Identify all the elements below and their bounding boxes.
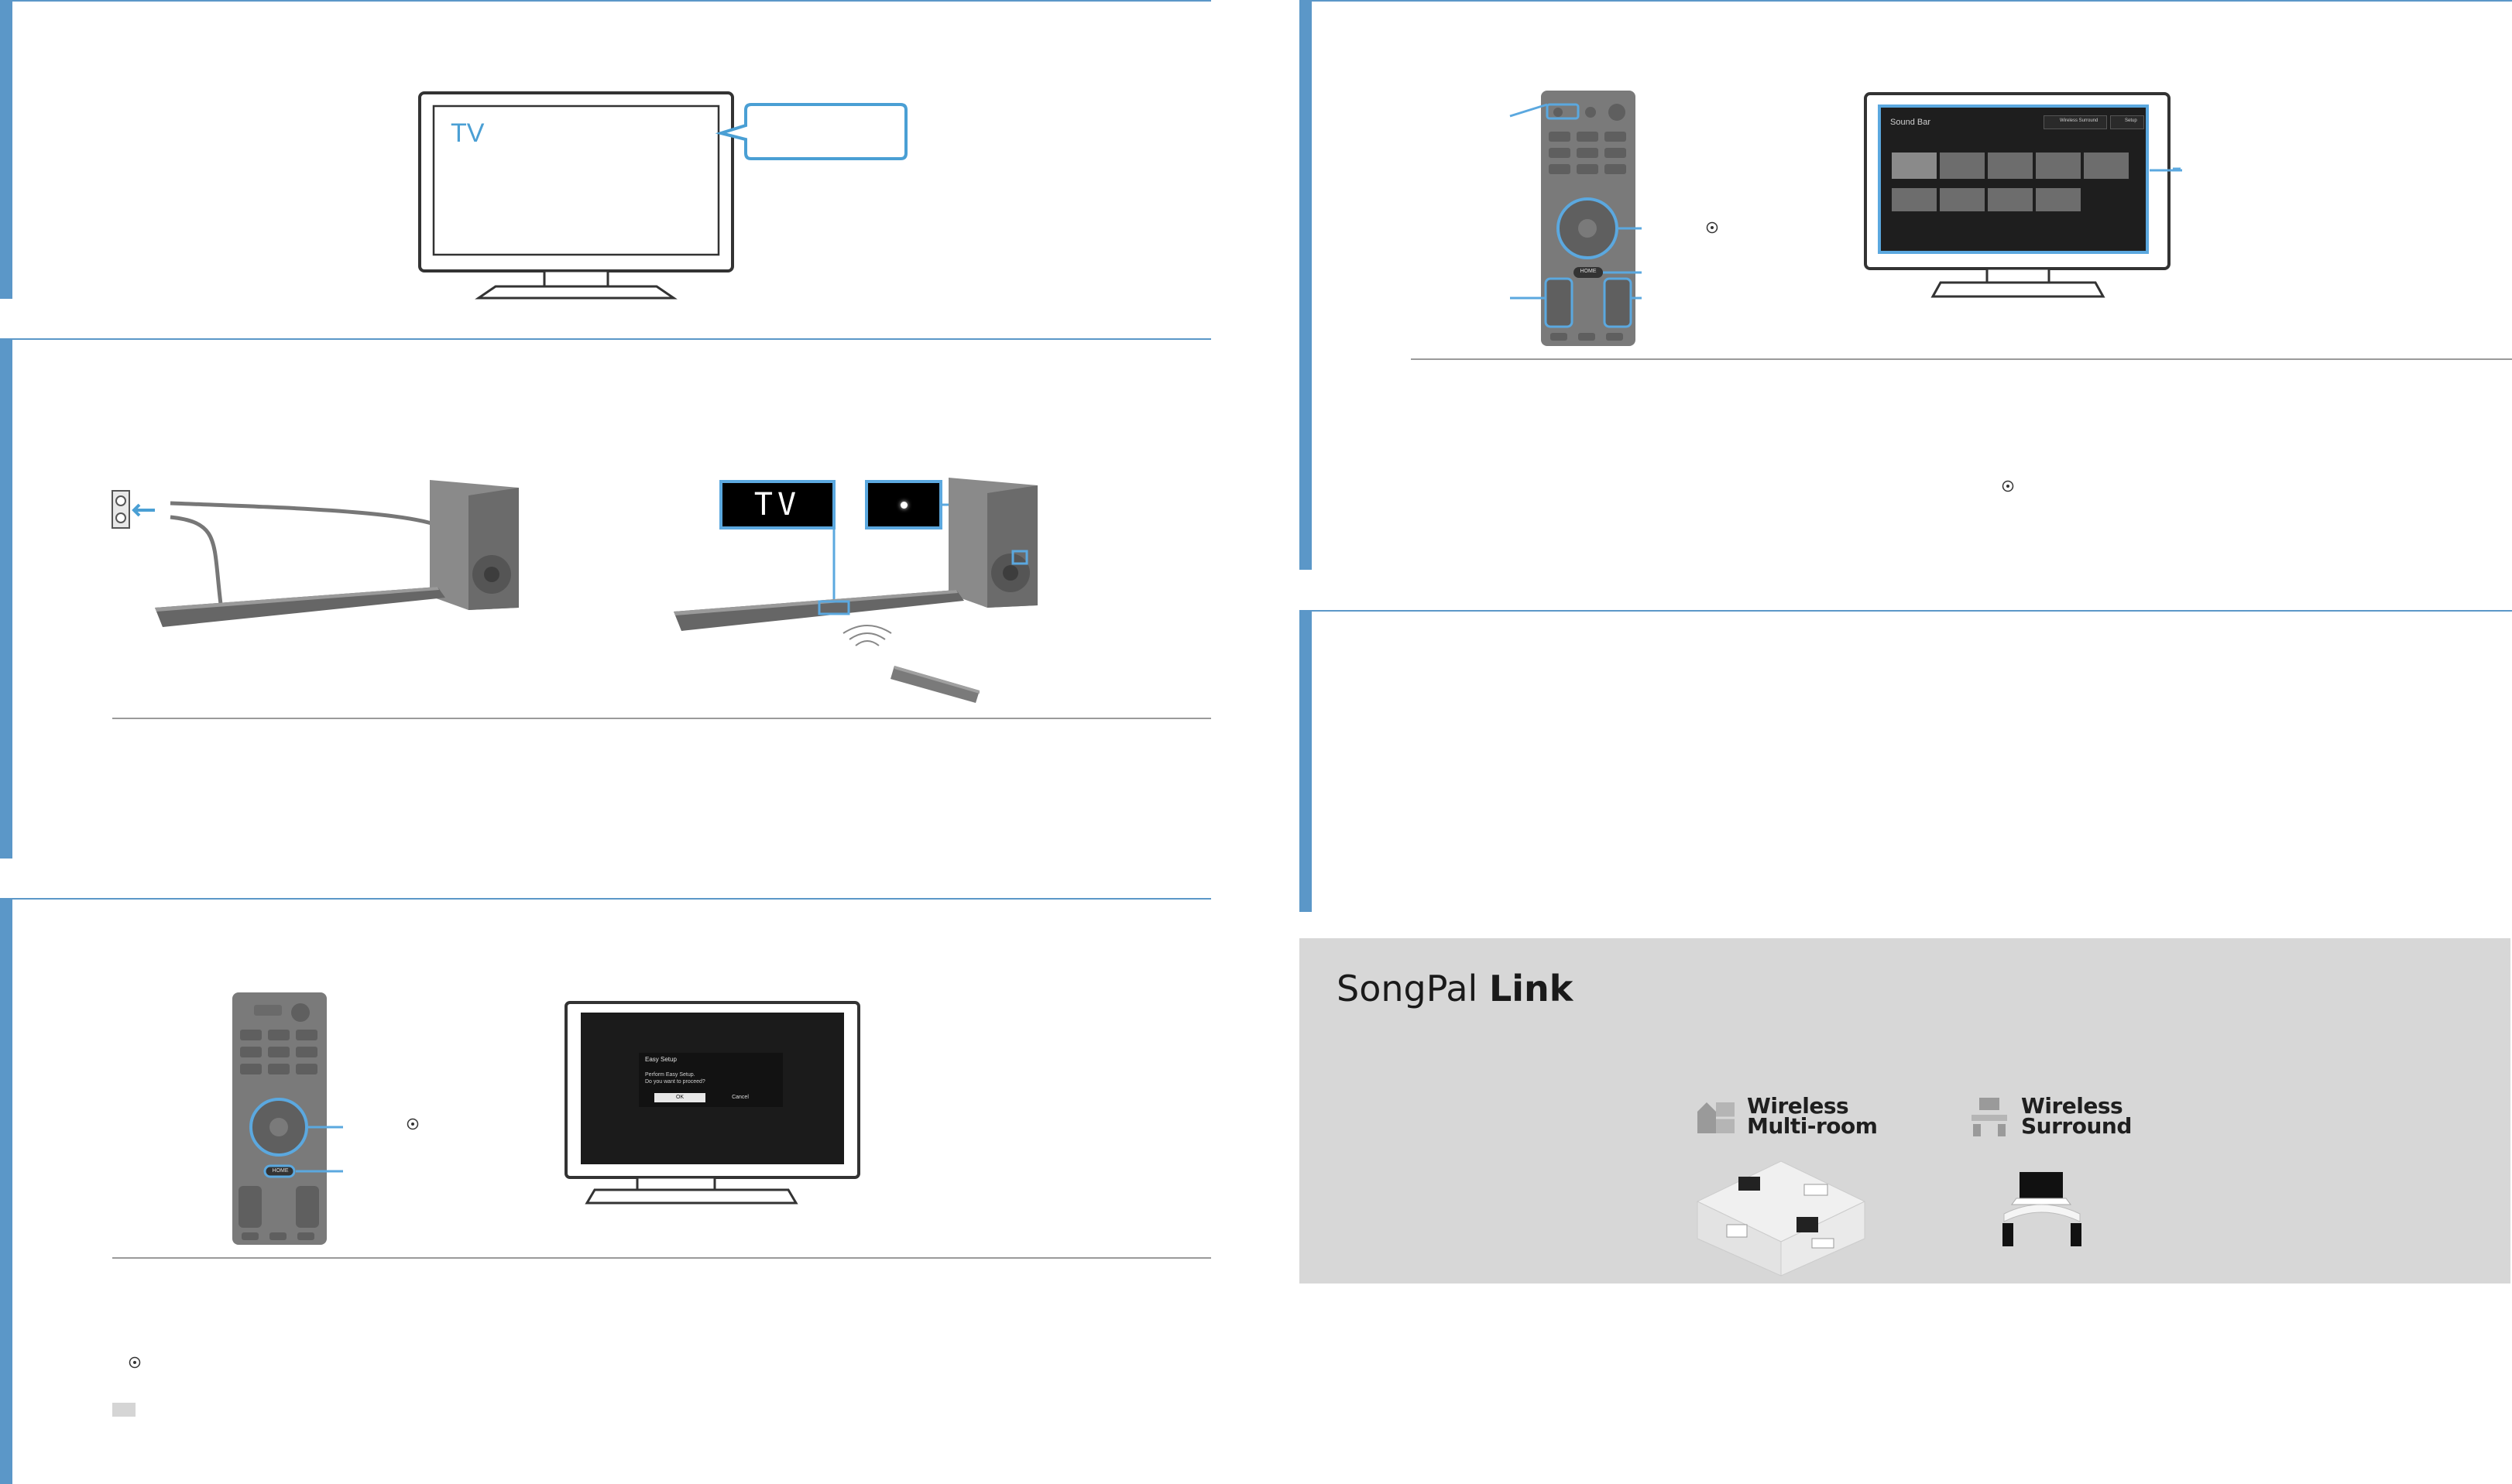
feature2-line1: Wireless	[2021, 1093, 2123, 1119]
home-screen-title: Sound Bar	[1890, 118, 1930, 127]
section-2-accent-bar	[0, 338, 12, 859]
cancel-button[interactable]: Cancel	[732, 1095, 749, 1100]
wireless-surround-label: Wireless Surround	[2060, 118, 2098, 123]
surround-setup-illustration	[2002, 1172, 2081, 1246]
section-5-top-rule	[1312, 610, 2512, 612]
feature2-line2: Surround	[2021, 1113, 2132, 1139]
speech-bubble	[715, 103, 908, 160]
multi-room-icon	[1697, 1102, 1735, 1133]
input-tile[interactable]	[2036, 153, 2081, 179]
note-marker	[112, 1403, 136, 1417]
remote-control-top-illustration	[1509, 91, 1642, 346]
input-tile[interactable]	[2084, 153, 2129, 179]
input-tile[interactable]	[1988, 188, 2033, 211]
section-4-top-rule	[1312, 0, 2512, 2]
section-3-divider	[112, 1257, 1211, 1259]
indicator-light	[901, 502, 908, 509]
brand-part1: SongPal	[1337, 968, 1478, 1009]
input-tile[interactable]	[2036, 188, 2081, 211]
section-5-accent-bar	[1299, 610, 1312, 912]
section-3-accent-bar	[0, 898, 12, 1484]
section-1-accent-bar	[0, 0, 12, 299]
tv-label: TV	[451, 118, 485, 148]
dialog-line2: Do you want to proceed?	[645, 1079, 705, 1085]
section-4-accent-bar	[1299, 0, 1312, 570]
tv-display-panel: TV	[719, 480, 836, 530]
ok-button[interactable]: OK	[654, 1093, 705, 1102]
tv-display-label: TV	[753, 487, 801, 523]
input-tile[interactable]	[1892, 153, 1937, 179]
section-2-divider	[112, 718, 1211, 719]
easy-setup-dialog: Easy Setup Perform Easy Setup. Do you wa…	[639, 1053, 783, 1107]
feature1-line2: Multi-room	[1747, 1113, 1878, 1139]
section-4-divider	[1411, 358, 2512, 360]
input-tile[interactable]	[1892, 188, 1937, 211]
brand-part2: Link	[1488, 968, 1573, 1009]
input-tile-row-2	[1892, 188, 2081, 211]
feature-surround-label: Wireless Surround	[2021, 1093, 2132, 1139]
tv-illustration	[418, 91, 734, 300]
section-2-top-rule	[12, 338, 1211, 340]
wireless-surround-button[interactable]: Wireless Surround	[2044, 115, 2107, 129]
songpal-brand: SongPal Link	[1337, 968, 1573, 1009]
soundbar-setup-illustration	[155, 480, 519, 627]
feature1-line1: Wireless	[1747, 1093, 1849, 1119]
section-3-top-rule	[12, 898, 1211, 900]
input-tile[interactable]	[1940, 153, 1985, 179]
dialog-line1: Perform Easy Setup.	[645, 1072, 695, 1078]
enter-button-icon	[407, 1118, 419, 1130]
remote-home-label-2: HOME	[1580, 269, 1597, 274]
setup-button[interactable]: Setup	[2110, 115, 2144, 129]
songpal-link-panel: SongPal Link Wireless Multi-room Wireles…	[1299, 938, 2510, 1284]
home-screen-callout-line	[2150, 169, 2182, 172]
dialog-title: Easy Setup	[645, 1056, 677, 1063]
section-1-top-rule	[12, 0, 1211, 2]
home-screen: Sound Bar Wireless Surround Setup	[1878, 105, 2149, 254]
enter-button-icon-3	[1706, 221, 1718, 234]
surround-icon	[1972, 1098, 2007, 1136]
input-tile[interactable]	[1988, 153, 2033, 179]
input-tile-row-1	[1892, 153, 2129, 179]
feature-multiroom-label: Wireless Multi-room	[1747, 1093, 1878, 1139]
remote-home-label: HOME	[272, 1168, 289, 1174]
enter-button-icon-2	[129, 1356, 141, 1369]
setup-label: Setup	[2125, 118, 2137, 123]
soundbar-remote-illustration	[674, 478, 1038, 703]
enter-button-icon-4	[2002, 480, 2014, 492]
remote-control-illustration	[232, 992, 343, 1245]
multi-room-house-illustration	[1696, 1160, 1866, 1277]
easy-setup-screen: Easy Setup Perform Easy Setup. Do you wa…	[581, 1013, 844, 1164]
input-tile[interactable]	[1940, 188, 1985, 211]
power-outlet-illustration	[112, 490, 155, 529]
